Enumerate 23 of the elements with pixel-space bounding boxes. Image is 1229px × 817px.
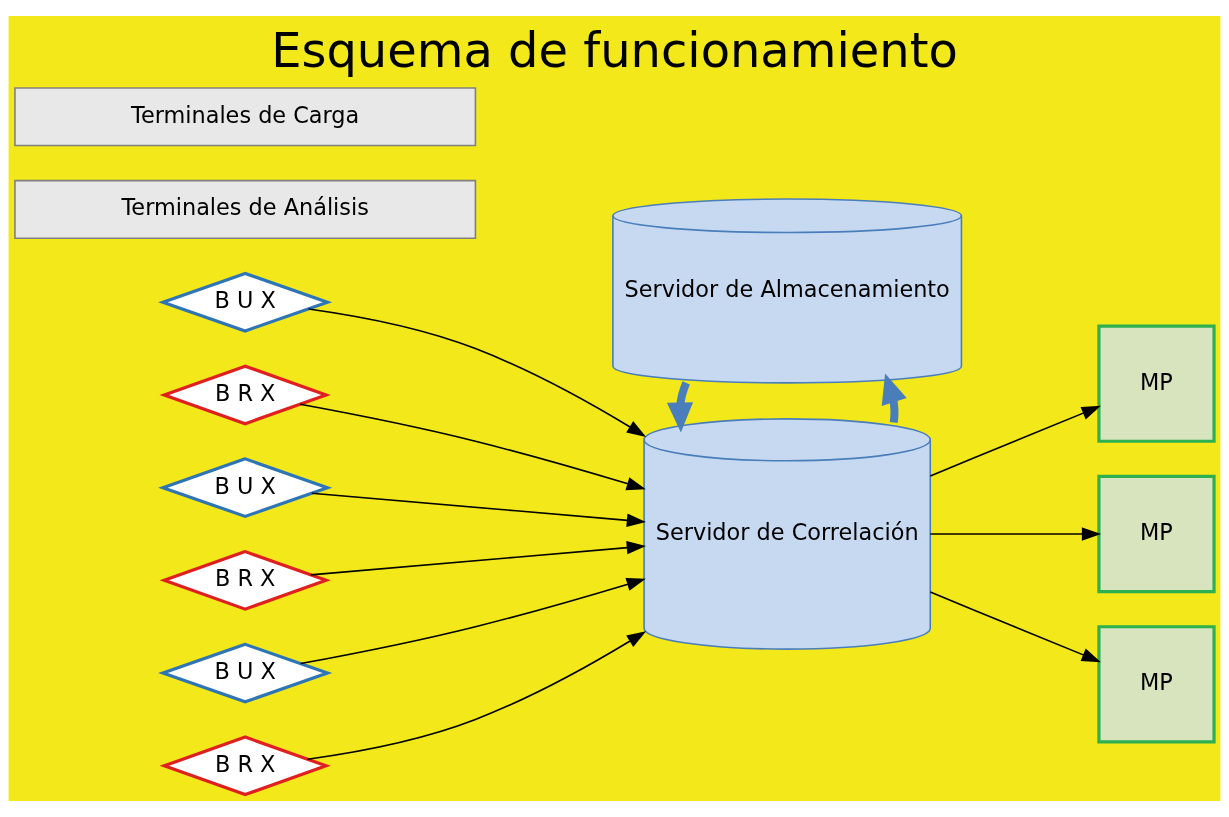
arrow: [306, 631, 647, 760]
node-box: Terminales de Análisis: [14, 179, 477, 240]
arrow: [929, 405, 1101, 477]
arrow: [299, 577, 646, 665]
node-diamond: B R X: [159, 364, 331, 426]
node-box: Terminales de Carga: [14, 87, 477, 147]
arrow: [309, 540, 646, 576]
node-diamond: B U X: [158, 271, 333, 333]
arrow: [307, 308, 647, 437]
node-diamond: B R X: [159, 549, 331, 611]
arrow: [666, 381, 694, 433]
node-diamond: B U X: [158, 457, 333, 519]
arrow: [310, 492, 646, 528]
node-diamond: B U X: [158, 642, 333, 704]
arrow: [299, 403, 646, 491]
diagram-title: Esquema de funcionamiento: [271, 22, 958, 79]
arrow: [929, 591, 1101, 663]
node-box: MP: [1097, 474, 1216, 594]
node-box: MP: [1097, 324, 1216, 443]
arrow: [929, 527, 1102, 541]
node-box: MP: [1097, 625, 1216, 744]
node-diamond: B R X: [159, 735, 331, 797]
arrow: [881, 373, 907, 423]
